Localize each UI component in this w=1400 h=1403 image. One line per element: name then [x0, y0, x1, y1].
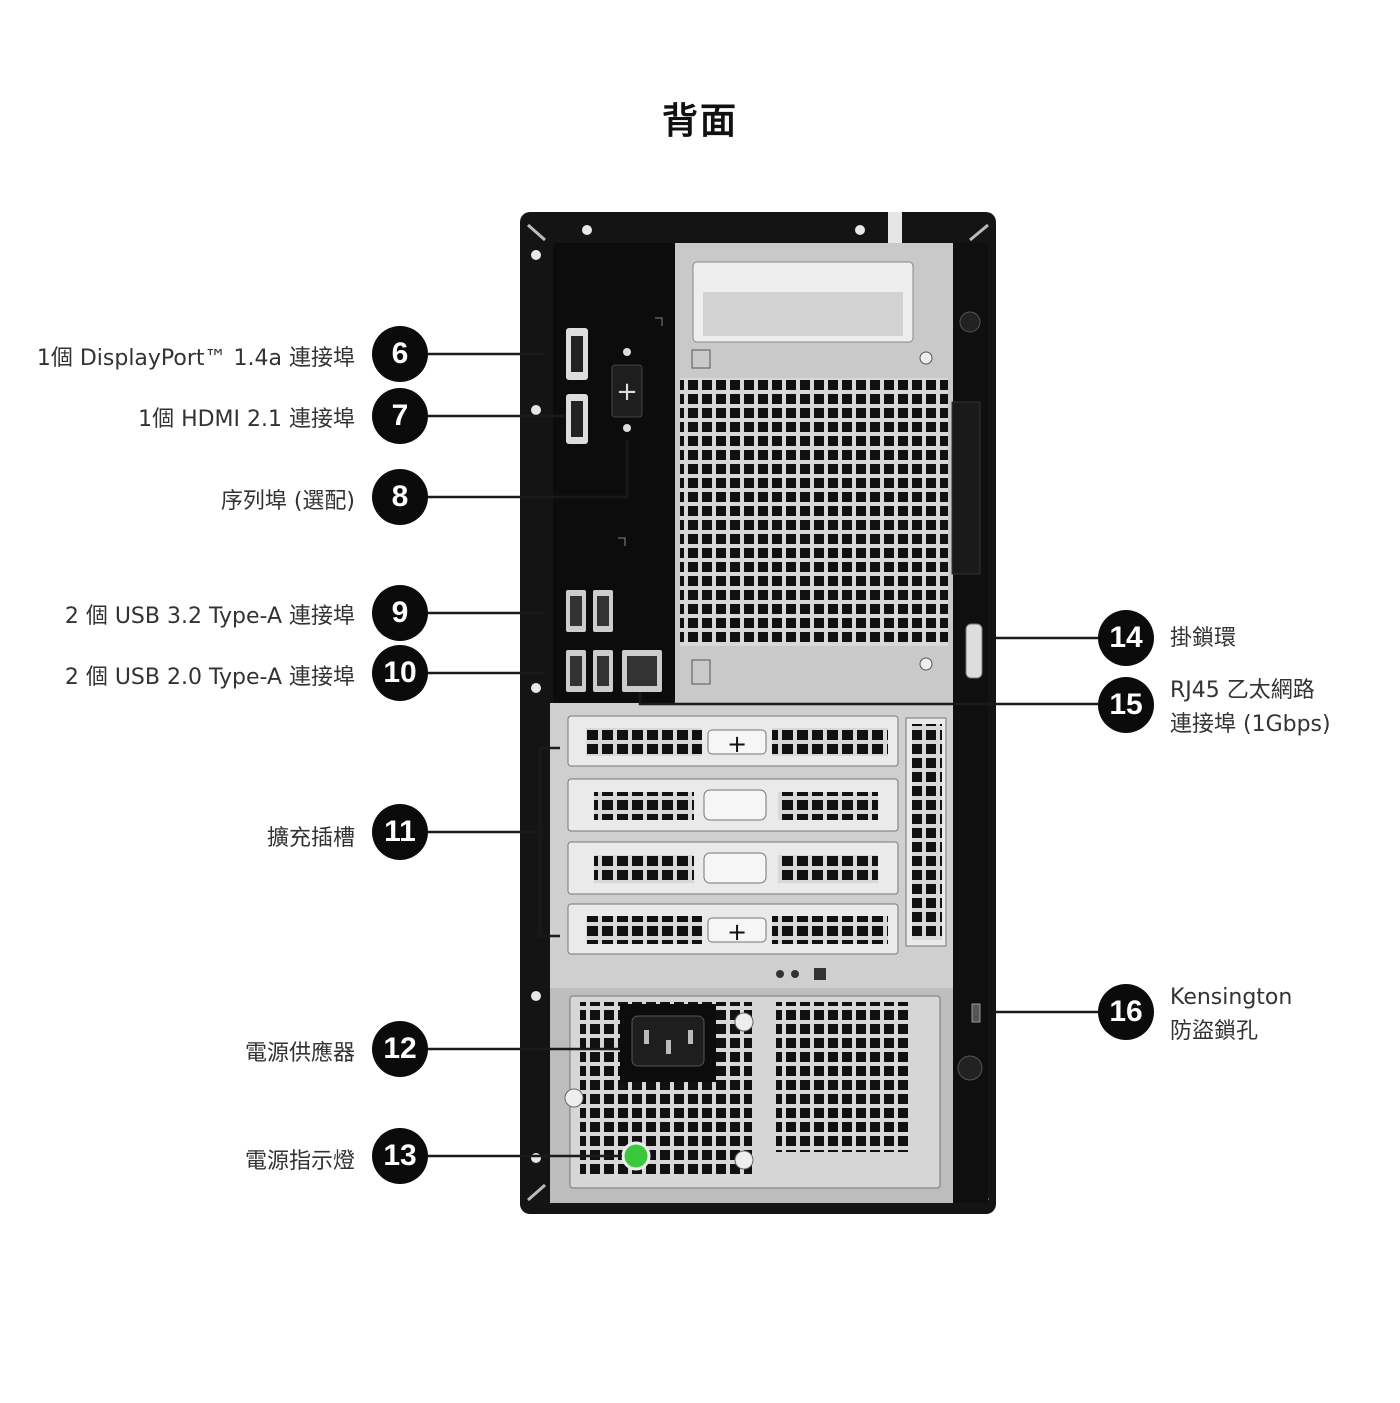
callout-badge-13: 13: [372, 1128, 428, 1184]
callout-badge-12: 12: [372, 1021, 428, 1077]
svg-text:+: +: [616, 377, 638, 407]
label-psu: 電源供應器: [244, 1041, 355, 1066]
callout-badge-15: 15: [1098, 677, 1154, 733]
callout-badge-11: 11: [372, 804, 428, 860]
label-kensington-line1: Kensington: [1170, 985, 1293, 1010]
kensington-slot: [971, 1003, 981, 1023]
callout-badge-9: 9: [372, 585, 428, 641]
callout-badge-14: 14: [1098, 610, 1154, 666]
label-expansion: 擴充插槽: [266, 826, 355, 851]
page-title: 背面: [661, 101, 738, 142]
label-rj45: RJ45 乙太網路 連接埠 (1Gbps): [1170, 674, 1331, 742]
serial-port-cover: [611, 364, 643, 418]
rear-vent: [680, 378, 948, 646]
label-power-led: 電源指示燈: [244, 1149, 355, 1174]
callout-badge-10: 10: [372, 645, 428, 701]
callout-badge-6: 6: [372, 326, 428, 382]
io-panel: [553, 243, 675, 703]
label-usb20: 2 個 USB 2.0 Type-A 連接埠: [64, 665, 355, 690]
callout-badge-7: 7: [372, 388, 428, 444]
power-led: [621, 1141, 651, 1171]
label-displayport: 1個 DisplayPort™ 1.4a 連接埠: [36, 346, 355, 371]
label-kensington-line2: 防盜鎖孔: [1170, 1019, 1259, 1044]
label-padlock-ring-line1: 掛鎖環: [1170, 626, 1237, 651]
label-usb32: 2 個 USB 3.2 Type-A 連接埠: [64, 604, 355, 629]
label-rj45-line2: 連接埠 (1Gbps): [1170, 712, 1331, 737]
label-hdmi: 1個 HDMI 2.1 連接埠: [138, 407, 355, 432]
callout-badge-8: 8: [372, 469, 428, 525]
callout-badge-16: 16: [1098, 984, 1154, 1040]
label-padlock-ring: 掛鎖環: [1170, 622, 1236, 656]
label-rj45-line1: RJ45 乙太網路: [1170, 678, 1315, 703]
svg-text:+: +: [727, 918, 747, 946]
svg-text:+: +: [727, 730, 747, 758]
label-serial: 序列埠 (選配): [220, 489, 355, 514]
padlock-ring: [965, 623, 983, 679]
label-kensington: Kensington 防盜鎖孔: [1170, 981, 1292, 1049]
